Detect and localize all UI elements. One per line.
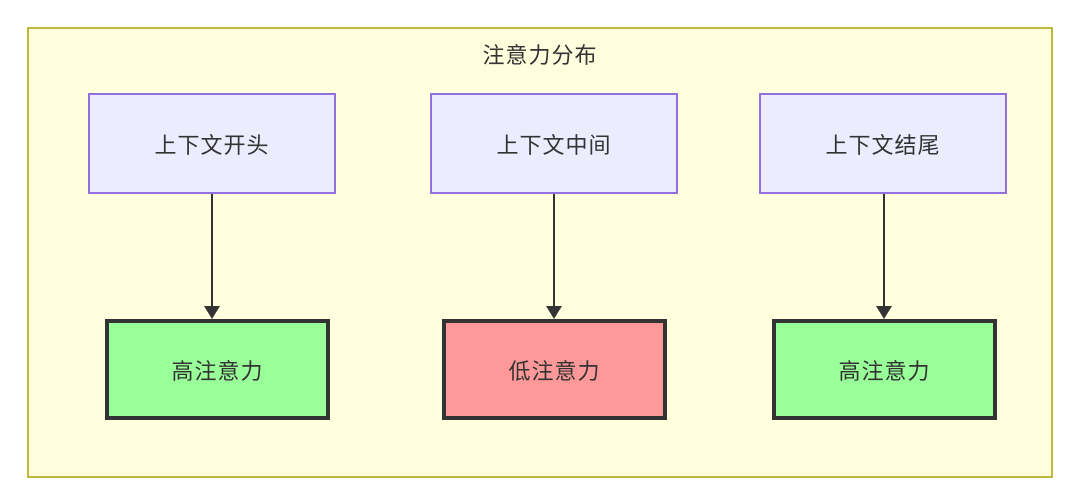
node-context-middle[interactable]: 上下文中间 bbox=[430, 93, 678, 194]
node-label: 低注意力 bbox=[508, 358, 601, 384]
node-label: 高注意力 bbox=[171, 358, 264, 384]
node-high-attention-2[interactable]: 高注意力 bbox=[772, 319, 997, 420]
node-label: 高注意力 bbox=[838, 358, 931, 384]
flow-column-1: 上下文开头 高注意力 bbox=[29, 29, 1051, 476]
attention-distribution-subgraph: 注意力分布 上下文开头 高注意力 上下文中间 低注意力 上下文结尾 bbox=[27, 27, 1053, 478]
node-low-attention[interactable]: 低注意力 bbox=[442, 319, 667, 420]
node-context-end[interactable]: 上下文结尾 bbox=[759, 93, 1007, 194]
node-label: 上下文结尾 bbox=[825, 132, 941, 158]
node-context-start[interactable]: 上下文开头 bbox=[88, 93, 336, 194]
flow-column-3: 上下文结尾 高注意力 bbox=[29, 29, 1051, 476]
node-high-attention-1[interactable]: 高注意力 bbox=[105, 319, 330, 420]
subgraph-title: 注意力分布 bbox=[482, 43, 598, 68]
flow-column-2: 上下文中间 低注意力 bbox=[29, 29, 1051, 476]
edge-context-end-to-high-attention bbox=[883, 194, 885, 307]
edge-context-middle-to-low-attention bbox=[553, 194, 555, 307]
node-label: 上下文中间 bbox=[496, 132, 612, 158]
node-label: 上下文开头 bbox=[154, 132, 270, 158]
edge-context-start-to-high-attention bbox=[211, 194, 213, 307]
